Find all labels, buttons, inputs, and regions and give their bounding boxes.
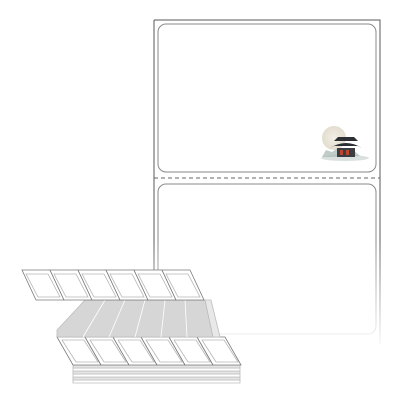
stack-fold-divider [184, 299, 188, 338]
stack-label-inner-lower [89, 339, 127, 363]
stack-fold-side [204, 299, 221, 338]
pavilion-window [346, 150, 349, 155]
stack-fold-divider [82, 299, 106, 338]
label-sheet [150, 19, 386, 350]
fanfold-label-stack [21, 269, 242, 384]
stack-label-inner-upper [25, 273, 61, 298]
pavilion-upper-roof [334, 137, 358, 141]
stack-label-inner-lower [201, 339, 239, 363]
stack-label-inner-lower [173, 339, 211, 363]
stack-label-inner-upper [109, 273, 145, 298]
stack-label-inner-lower [117, 339, 155, 363]
stack-layer-edge [72, 364, 241, 369]
stack-fold-divider [134, 299, 146, 338]
stack-fold-divider [108, 299, 126, 338]
stack-layer-edge [72, 367, 241, 372]
stack-label-inner-upper [137, 273, 173, 298]
stack-label-inner-upper [165, 273, 201, 298]
pavilion-window [340, 150, 343, 155]
stack-fold-divider [160, 299, 166, 338]
stack-label-inner-lower [61, 339, 99, 363]
stack-layer-edge [72, 370, 241, 375]
pavilion-roof [330, 143, 362, 148]
stack-layer-edge [72, 373, 241, 378]
stack-fold-face [56, 299, 214, 338]
stack-layer-edge [72, 379, 241, 384]
stack-label-inner-upper [53, 273, 89, 298]
stack-layer-edge [72, 376, 241, 381]
stack-label-inner-upper [81, 273, 117, 298]
stack-label-inner-lower [145, 339, 183, 363]
pavilion-moon-icon [321, 126, 369, 161]
top-label [157, 23, 377, 173]
